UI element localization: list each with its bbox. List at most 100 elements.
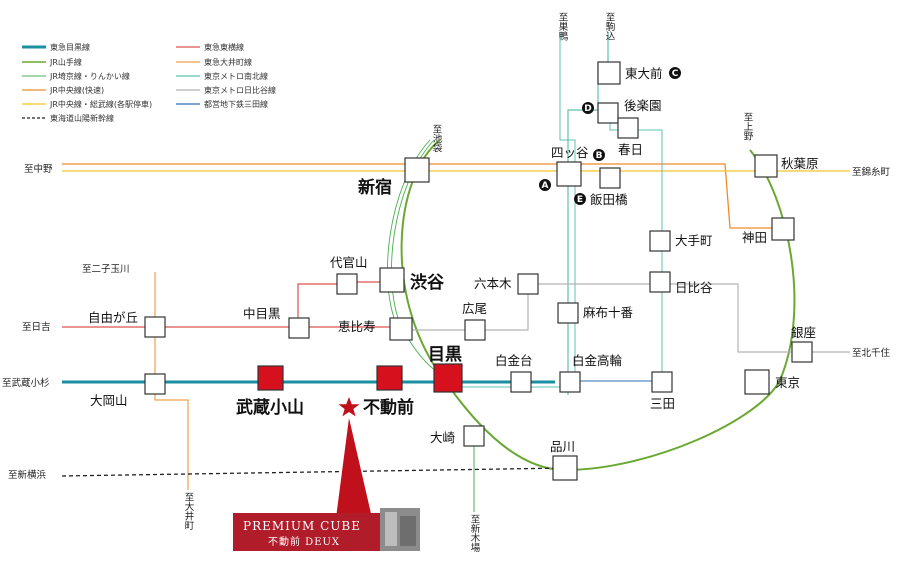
direction-sugamo: 至巣鴨 — [557, 12, 569, 41]
station-box-shinagawa — [552, 455, 578, 481]
badge-a — [539, 179, 551, 191]
station-box-meguro — [433, 363, 463, 393]
badge-korakuen-letter: D — [584, 104, 591, 114]
station-box-mita — [651, 371, 673, 393]
station-label-fudomae: 不動前 — [363, 397, 414, 418]
station-box-akihabara — [754, 154, 778, 178]
direction-oimachi: 至大井町 — [183, 492, 195, 530]
badge-todaimae-letter: C — [672, 69, 679, 79]
station-label-shinjuku: 新宿 — [358, 177, 392, 198]
station-label-shinagawa: 品川 — [550, 439, 575, 454]
station-label-jiyugaoka: 自由が丘 — [88, 310, 138, 325]
station-label-hiroo: 広尾 — [462, 301, 487, 316]
property-pointer — [336, 418, 372, 518]
station-box-otemachi — [649, 230, 671, 252]
badge-iidabashi-letter: E — [577, 195, 583, 205]
property-callout: PREMIUM CUBE 不動前 DEUX — [233, 397, 420, 551]
direction-ueno: 至上野 — [742, 112, 754, 141]
station-label-tokyo: 東京 — [775, 375, 800, 390]
badge-yotsuya-letter: B — [596, 151, 603, 161]
legend-label: 東急東横線 — [204, 42, 244, 52]
station-box-hibiya — [649, 271, 671, 293]
legend-label: JR中央線(快速) — [49, 85, 104, 95]
station-labels: 新宿 渋谷 代官山 中目黒 恵比寿 自由が丘 大岡山 武蔵小山 不動前 目黒 白… — [88, 66, 819, 454]
station-box-iidabashi — [599, 167, 621, 189]
station-label-shibuya: 渋谷 — [410, 272, 445, 293]
station-label-kasuga: 春日 — [618, 142, 643, 157]
station-label-musashi-koyama: 武蔵小山 — [236, 397, 304, 418]
legend-label: 東京メトロ日比谷線 — [204, 85, 276, 95]
direction-nakano: 至中野 — [24, 163, 53, 175]
property-name-en: PREMIUM CUBE — [243, 519, 361, 533]
station-label-azabujuban: 麻布十番 — [583, 305, 634, 320]
station-box-shibuya — [379, 267, 405, 293]
direction-musashi-kosugi: 至武蔵小杉 — [2, 377, 50, 389]
legend-label: JR山手線 — [49, 57, 82, 67]
station-label-shirokane-takanawa: 白金高輪 — [572, 353, 623, 368]
chuo-rapid-line — [62, 163, 785, 229]
legend-label: JR埼京線・りんかい線 — [49, 71, 130, 81]
station-box-nakameguro — [288, 317, 310, 339]
station-label-iidabashi: 飯田橋 — [590, 192, 628, 207]
station-label-ebisu: 恵比寿 — [338, 319, 376, 334]
legend-label: 東急大井町線 — [204, 57, 252, 67]
direction-shin-yokohama: 至新横浜 — [8, 469, 47, 481]
station-label-shirokanedai: 白金台 — [495, 353, 533, 368]
station-box-korakuen — [597, 102, 619, 124]
station-label-ookayama: 大岡山 — [90, 393, 128, 408]
building-image-detail — [385, 512, 397, 546]
station-label-ginza: 銀座 — [791, 325, 816, 340]
station-box-tokyo — [744, 369, 770, 395]
station-label-osaki: 大崎 — [430, 430, 456, 445]
station-box-azabujuban — [557, 302, 579, 324]
station-label-roppongi: 六本木 — [474, 276, 512, 291]
direction-labels: 至中野 至錦糸町 至池袋 至上野 至巣鴨 至駒込 至二子玉川 至日吉 至武蔵小杉… — [2, 12, 891, 553]
station-label-otemachi: 大手町 — [675, 233, 713, 248]
station-label-hibiya: 日比谷 — [675, 280, 713, 295]
station-label-meguro: 目黒 — [428, 345, 462, 365]
badge-yotsuya — [593, 149, 605, 161]
station-label-yotsuya: 四ッ谷 — [551, 145, 589, 160]
legend-label: 東急目黒線 — [50, 42, 90, 52]
direction-shin-kiba: 至新木場 — [469, 514, 481, 553]
legend-label: JR中央線・総武線(各駅停車) — [49, 99, 152, 109]
mita-line-north — [559, 32, 576, 381]
legend: 東急目黒線 JR山手線 JR埼京線・りんかい線 JR中央線(快速) JR中央線・… — [22, 42, 276, 123]
station-box-ebisu — [389, 317, 413, 341]
station-label-korakuen: 後楽園 — [624, 98, 662, 113]
hibiya-line — [402, 283, 850, 353]
station-box-kasuga — [617, 117, 639, 139]
star-marker-icon — [338, 397, 360, 417]
station-box-kanda — [771, 217, 795, 241]
shinkansen-line — [61, 467, 567, 477]
station-box-shinjuku — [404, 157, 430, 183]
station-box-ookayama — [144, 373, 166, 395]
property-name-jp: 不動前 DEUX — [268, 535, 340, 548]
station-box-shirokanedai — [510, 371, 532, 393]
legend-label: 東京メトロ南北線 — [204, 71, 268, 81]
namboku-line — [567, 32, 609, 395]
station-label-daikanyama: 代官山 — [330, 255, 368, 270]
station-box-musashi-koyama — [257, 365, 284, 391]
station-boxes — [144, 61, 813, 481]
station-label-nakameguro: 中目黒 — [243, 306, 281, 321]
station-box-ginza — [791, 341, 813, 363]
station-label-akihabara: 秋葉原 — [781, 156, 819, 171]
station-box-osaki — [463, 425, 485, 447]
station-box-hiroo — [464, 319, 486, 341]
station-box-roppongi — [517, 273, 539, 295]
badge-korakuen — [582, 102, 594, 114]
line-badges: B E D C A — [539, 67, 681, 205]
station-box-yotsuya — [556, 161, 582, 187]
badge-todaimae — [669, 67, 681, 79]
direction-kita-senju: 至北千住 — [852, 347, 891, 359]
station-label-mita: 三田 — [650, 396, 675, 411]
direction-hiyoshi: 至日吉 — [22, 322, 51, 333]
station-label-kanda: 神田 — [742, 230, 767, 245]
station-box-todaimae — [597, 61, 621, 85]
direction-komagome: 至駒込 — [604, 12, 616, 41]
station-box-fudomae — [376, 365, 403, 391]
station-box-jiyugaoka — [144, 316, 166, 338]
badge-iidabashi — [574, 193, 586, 205]
